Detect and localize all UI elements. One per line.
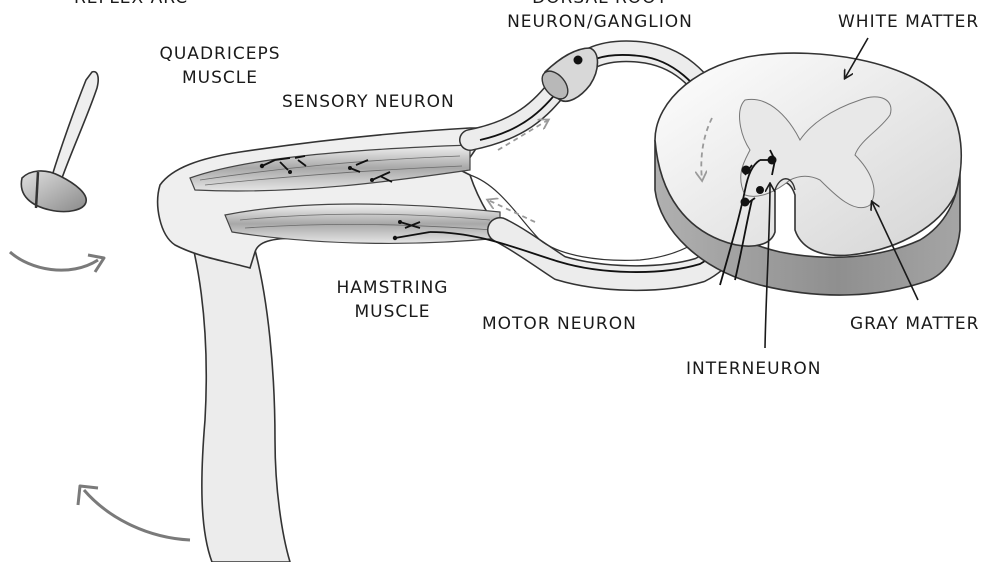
quadriceps-label: QUADRICEPS MUSCLE xyxy=(145,42,295,90)
sensory-neuron-label: SENSORY NEURON xyxy=(282,92,455,112)
dorsal-root-ganglion xyxy=(541,47,599,102)
hamstring-label: HAMSTRING MUSCLE xyxy=(320,276,465,324)
gray-matter-label: GRAY MATTER xyxy=(850,314,980,334)
dorsal-root-line1: DORSAL ROOT xyxy=(485,0,715,10)
hamstring-line2: MUSCLE xyxy=(354,302,431,322)
quadriceps-line1: QUADRICEPS xyxy=(159,44,281,64)
interneuron-pointer xyxy=(764,184,770,349)
white-matter-label: WHITE MATTER xyxy=(838,12,980,32)
title-fragment: REFLEX ARC xyxy=(74,0,188,10)
hammer-handle xyxy=(50,70,99,179)
leg xyxy=(156,127,507,562)
hammer-swing-arrow xyxy=(8,250,99,272)
hammer-head xyxy=(20,170,87,213)
sensory-nerve-endings xyxy=(261,155,393,183)
white-matter-pointer xyxy=(845,37,869,78)
reflex-hammer xyxy=(20,70,99,213)
dorsal-root-line2: NEURON/GANGLION xyxy=(507,12,693,32)
quadriceps-line2: MUSCLE xyxy=(182,68,258,88)
cord-signal-arrow xyxy=(701,117,713,180)
dorsal-root-label: DORSAL ROOT NEURON/GANGLION xyxy=(485,0,715,34)
hamstring-line1: HAMSTRING xyxy=(336,278,449,298)
spinal-cord-side xyxy=(654,139,961,296)
motor-neuron-label: MOTOR NEURON xyxy=(482,314,637,334)
sensory-signal-arrow xyxy=(497,120,548,151)
interneuron-label: INTERNEURON xyxy=(686,359,822,379)
gray-matter-pointer xyxy=(872,202,919,301)
leg-kick-arrow xyxy=(82,489,191,542)
motor-nerve-endings xyxy=(394,221,431,239)
gray-matter-region xyxy=(739,96,892,209)
spinal-cord xyxy=(654,52,963,296)
